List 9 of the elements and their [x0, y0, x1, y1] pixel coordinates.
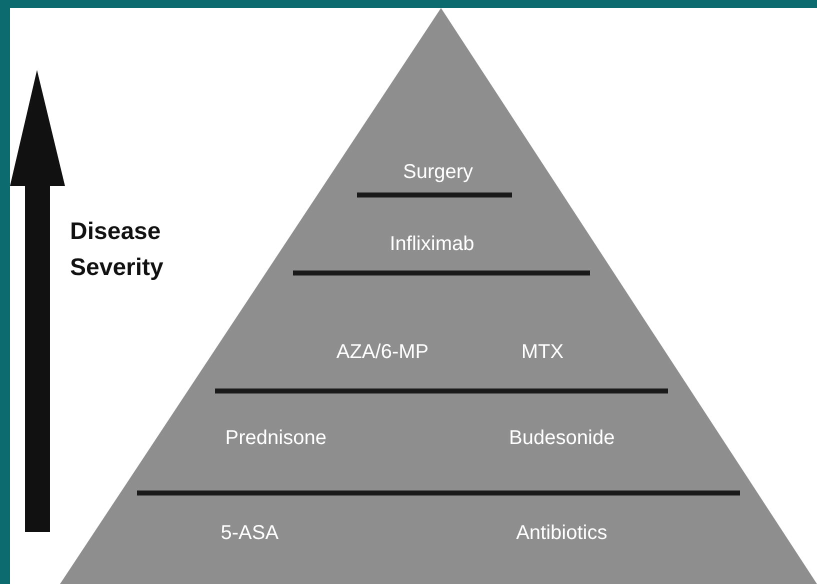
treatment-label: 5-ASA	[220, 523, 279, 543]
treatment-label: Surgery	[402, 162, 474, 182]
treatment-label: AZA/6-MP	[336, 342, 429, 362]
treatment-label: MTX	[521, 342, 564, 362]
treatment-label: Infliximab	[390, 234, 474, 254]
treatment-label: Budesonide	[509, 428, 615, 448]
treatment-label: Antibiotics	[516, 523, 608, 543]
treatment-label: Prednisone	[225, 428, 326, 448]
axis-label: Disease Severity	[70, 217, 164, 283]
